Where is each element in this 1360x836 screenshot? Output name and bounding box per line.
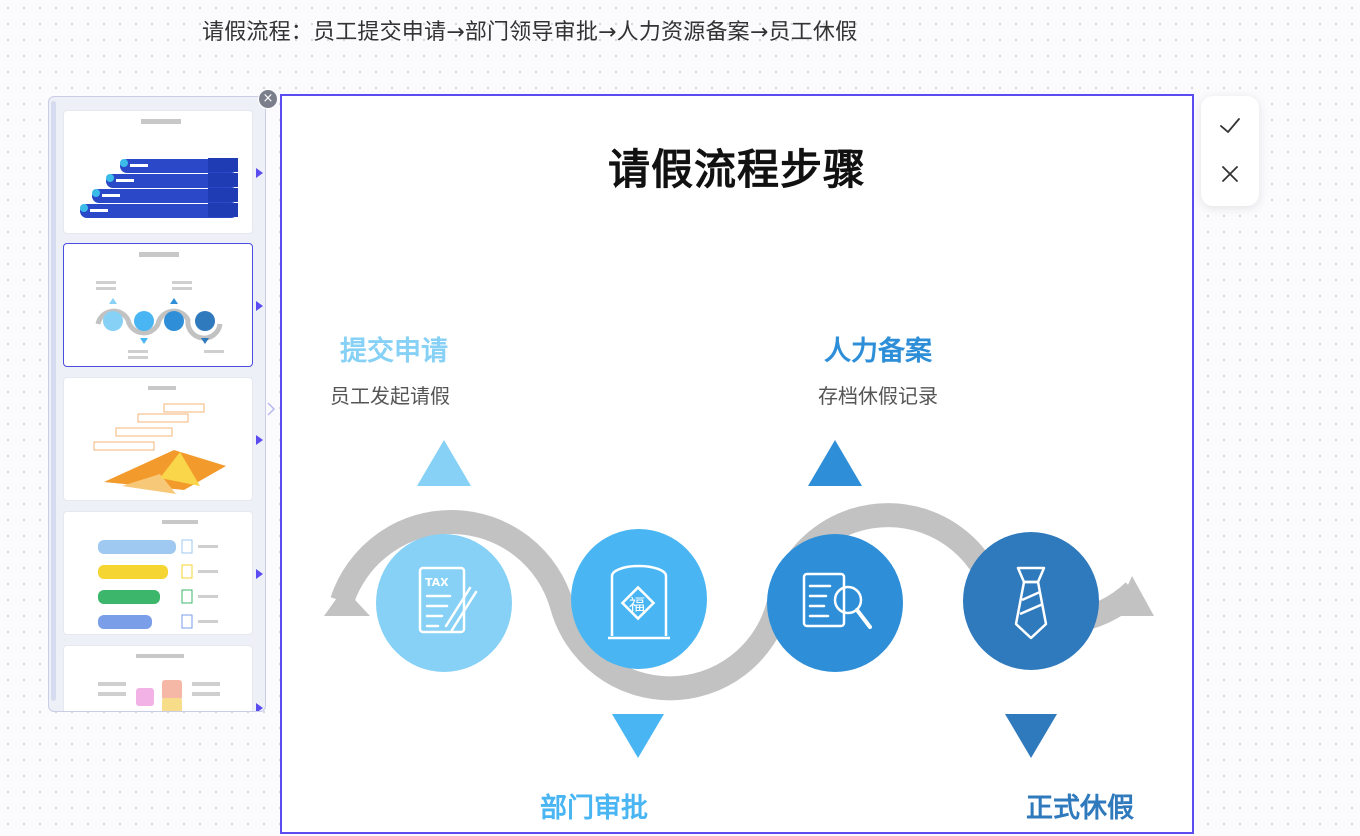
thumbnail-1-arrow xyxy=(256,168,263,178)
step3-desc: 存档休假记录 xyxy=(818,384,938,408)
thumbnail-5-arrow xyxy=(256,703,263,711)
step1-up-triangle xyxy=(417,440,471,486)
fu-door-icon: 福 xyxy=(608,564,670,640)
step1-desc: 员工发起请假 xyxy=(330,384,450,408)
template-thumbnail-5[interactable] xyxy=(63,645,253,711)
collapse-panel-icon[interactable] xyxy=(266,402,276,416)
close-panel-icon[interactable]: × xyxy=(258,89,278,109)
slide-title: 请假流程步骤 xyxy=(607,145,866,194)
tax-form-icon: TAX xyxy=(418,566,478,634)
prompt-text: 请假流程：员工提交申请→部门领导审批→人力资源备案→员工休假 xyxy=(202,20,858,45)
template-thumbnail-3[interactable] xyxy=(63,377,253,501)
step4-circle xyxy=(963,532,1099,670)
necktie-icon xyxy=(1014,566,1048,640)
thumbnail-scrollbar[interactable] xyxy=(51,101,56,701)
confirm-cancel-toolbar xyxy=(1201,96,1259,206)
thumbnail-2-preview xyxy=(95,252,224,359)
thumbnail-3-preview xyxy=(93,386,226,494)
step2-circle xyxy=(571,529,707,669)
thumbnail-3-arrow xyxy=(256,435,263,445)
step3-up-triangle xyxy=(808,440,862,486)
step1-circle xyxy=(376,534,512,672)
document-search-icon xyxy=(802,572,872,629)
svg-text:福: 福 xyxy=(629,595,645,614)
wave-end-arrowhead xyxy=(1114,576,1154,616)
template-thumbnail-4[interactable] xyxy=(63,511,253,635)
svg-text:TAX: TAX xyxy=(425,576,449,589)
thumbnail-4-arrow xyxy=(256,569,263,579)
process-wave-diagram: TAX 福 xyxy=(324,440,1154,758)
step2-title: 部门审批 xyxy=(540,793,648,824)
thumbnail-5-preview xyxy=(98,654,220,711)
check-icon[interactable] xyxy=(1210,105,1250,145)
template-thumbnail-1[interactable] xyxy=(63,110,253,234)
template-thumbnail-panel[interactable] xyxy=(48,96,266,712)
close-icon[interactable] xyxy=(1210,154,1250,194)
step2-down-triangle xyxy=(612,714,664,758)
step3-title: 人力备案 xyxy=(824,336,932,367)
thumbnail-4-preview xyxy=(98,520,218,629)
step4-down-triangle xyxy=(1005,714,1057,758)
wave-start-arrowhead xyxy=(324,588,370,616)
template-thumbnail-2[interactable] xyxy=(63,243,253,367)
thumbnail-1-preview xyxy=(80,119,238,218)
step1-title: 提交申请 xyxy=(340,336,448,367)
step4-title: 正式休假 xyxy=(1026,793,1134,824)
slide-canvas[interactable]: 请假流程步骤 TAX xyxy=(280,94,1194,834)
thumbnail-2-arrow xyxy=(256,301,263,311)
